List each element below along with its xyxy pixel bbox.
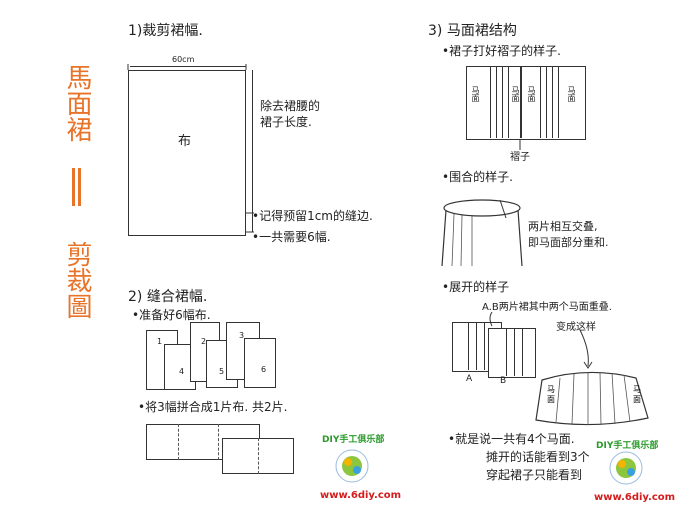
mamian-label-2: 马面 xyxy=(511,86,520,102)
fabric-panel xyxy=(128,70,246,236)
joined-seam-1b xyxy=(218,424,220,460)
pleat-line xyxy=(502,66,503,138)
fan-pleats xyxy=(555,371,631,426)
pleat-line xyxy=(468,322,469,370)
ab-overlap-note: A.B两片裙其中两个马面重叠. xyxy=(482,302,612,313)
ab-arrow xyxy=(489,311,493,327)
title-bottom-text: 剪裁圖 xyxy=(62,241,92,319)
becomes-label: 变成这样 xyxy=(556,322,596,333)
watermark-logo-left xyxy=(335,449,369,483)
pleat-line xyxy=(490,66,491,138)
pleat-line xyxy=(476,322,477,370)
panel-5-number: 5 xyxy=(219,367,225,376)
pleat-line xyxy=(484,322,485,370)
pleated-skirt xyxy=(466,66,586,140)
wrap-overlap-mark xyxy=(499,199,507,219)
panel-3-number: 3 xyxy=(239,331,245,340)
piece-b xyxy=(488,328,536,378)
pleat-line xyxy=(508,66,509,138)
length-note: 除去裙腰的裙子长度. xyxy=(260,99,321,129)
width-dimension-line xyxy=(130,66,246,69)
section1-note-count: •一共需要6幅. xyxy=(252,230,331,244)
panel-2-number: 2 xyxy=(201,337,207,346)
length-dimension-line xyxy=(252,70,253,232)
mamian-label-1: 马面 xyxy=(471,86,480,102)
pleat-line xyxy=(496,66,497,138)
overlap-note-2: 即马面部分重和. xyxy=(528,236,609,249)
fan-mamian-label-2: 马 xyxy=(633,385,641,394)
final-note-1: •就是说一共有4个马面. xyxy=(448,432,575,446)
mamian-boundary xyxy=(520,66,522,138)
pleat-line xyxy=(522,328,523,376)
pleat-line xyxy=(546,66,547,138)
pleat-label: 褶子 xyxy=(510,152,530,163)
pleat-line xyxy=(514,328,515,376)
title-divider-left xyxy=(72,168,75,206)
watermark-arc-right: DIY手工俱乐部 xyxy=(596,441,659,451)
watermark-arc-left: DIY手工俱乐部 xyxy=(322,435,385,445)
width-tick xyxy=(127,64,247,70)
joined-seam-1a xyxy=(178,424,180,460)
section1-note-seam: •记得预留1cm的缝边. xyxy=(252,209,373,223)
piece-a-label: A xyxy=(466,374,473,384)
joined-seam-2 xyxy=(258,438,260,474)
becomes-arrowhead xyxy=(583,361,593,369)
overlap-note-1: 两片相互交叠, xyxy=(528,220,598,233)
panel-1-number: 1 xyxy=(157,337,163,346)
title-divider-right xyxy=(78,168,81,206)
title-bottom: 剪裁圖 xyxy=(62,232,92,328)
fan-mamian-label-1b: 面 xyxy=(547,395,555,404)
title-top: 馬面裙 xyxy=(62,55,92,151)
section3-bullet-wrapped: •围合的样子. xyxy=(442,170,513,184)
becomes-arrow xyxy=(579,329,589,367)
wrap-waist-ellipse xyxy=(443,199,521,217)
watermark-url-right: www.6diy.com xyxy=(594,492,676,503)
piece-b-label: B xyxy=(500,376,507,386)
pleat-line xyxy=(506,328,507,376)
panel-6: 6 xyxy=(244,338,276,388)
fan-mamian-label-1: 马 xyxy=(547,385,555,394)
width-label: 60cm xyxy=(172,55,195,64)
title-top-text: 馬面裙 xyxy=(62,64,92,142)
pleat-line xyxy=(558,66,559,138)
section3-bullet-pleated: •裙子打好褶子的样子. xyxy=(442,44,561,58)
section1-heading: 1)裁剪裙幅. xyxy=(128,23,203,39)
wrap-pleats xyxy=(451,213,473,267)
final-note-3: 穿起裙子只能看到 xyxy=(486,468,583,482)
mamian-label-3: 马面 xyxy=(527,86,536,102)
mamian-label-4: 马面 xyxy=(567,86,576,102)
fan-skirt xyxy=(535,371,649,426)
panel-4-number: 4 xyxy=(179,367,185,376)
fabric-label: 布 xyxy=(178,134,192,149)
section2-heading: 2) 缝合裙幅. xyxy=(128,289,208,305)
section2-bullet-prepare: •准备好6幅布. xyxy=(132,308,211,322)
final-note-2: 摊开的话能看到3个 xyxy=(486,450,590,464)
fan-mamian-label-2b: 面 xyxy=(633,395,641,404)
section3-bullet-spread: •展开的样子 xyxy=(442,280,510,294)
panel-6-number: 6 xyxy=(261,365,267,374)
section3-heading: 3) 马面裙结构 xyxy=(428,23,517,39)
watermark-url-left: www.6diy.com xyxy=(320,490,402,501)
section2-bullet-join: •将3幅拼合成1片布. 共2片. xyxy=(138,400,288,414)
watermark-logo-right xyxy=(609,451,643,485)
wrap-sides xyxy=(441,209,523,267)
pleat-line xyxy=(540,66,541,138)
pleat-line xyxy=(552,66,553,138)
